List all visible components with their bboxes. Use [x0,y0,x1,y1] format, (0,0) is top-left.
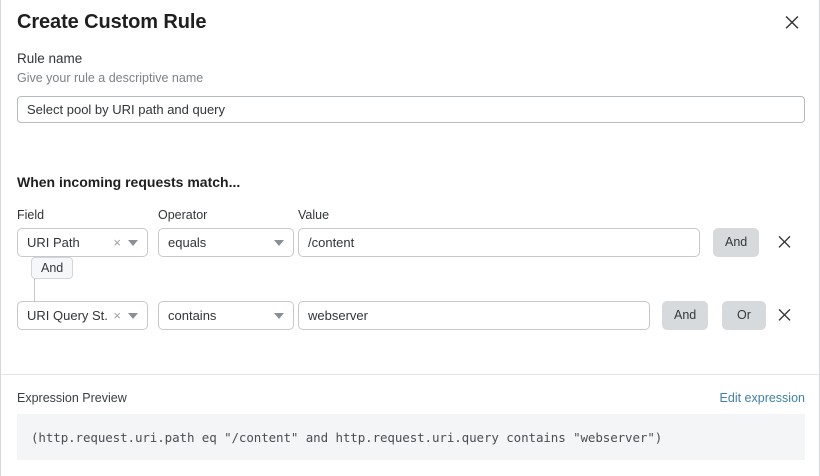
section-divider [1,374,819,375]
edit-expression-link[interactable]: Edit expression [719,391,805,405]
chevron-down-icon [274,312,284,319]
field-select-value-1: URI Query St... [27,308,110,323]
or-button-1[interactable]: Or [722,301,766,330]
expression-preview-header: Expression Preview Edit expression [17,389,805,407]
expression-preview-text: (http.request.uri.path eq "/content" and… [31,429,663,445]
condition-column-labels: Field Operator Value [17,206,805,224]
and-button-1[interactable]: And [662,301,709,330]
rule-name-label: Rule name [17,51,83,66]
column-label-value: Value [298,208,330,222]
operator-select-0[interactable]: equals [158,228,294,257]
remove-icon [778,308,791,324]
field-select-value-0: URI Path [27,235,80,250]
chevron-down-icon [128,312,138,319]
operator-select-value-0: equals [168,235,207,250]
field-select-1[interactable]: URI Query St... × [17,301,148,330]
condition-row: URI Path × equals And [17,228,805,257]
clear-icon[interactable]: × [113,234,121,250]
field-select-0[interactable]: URI Path × [17,228,148,257]
chevron-down-icon [274,239,284,246]
remove-icon [778,235,791,251]
chevron-down-icon [128,239,138,246]
close-button[interactable] [781,11,803,33]
remove-condition-button-0[interactable] [774,232,794,254]
clear-icon[interactable]: × [113,307,121,323]
page-title: Create Custom Rule [17,11,207,33]
operator-select-value-1: contains [168,308,217,323]
remove-condition-button-1[interactable] [774,305,794,327]
value-input-1[interactable] [298,301,650,330]
operator-select-1[interactable]: contains [158,301,294,330]
rule-name-help-text: Give your rule a descriptive name [17,71,204,85]
rule-name-input[interactable] [17,96,805,123]
expression-preview-box: (http.request.uri.path eq "/content" and… [17,414,805,460]
expression-preview-label: Expression Preview [17,391,127,405]
rule-name-section: Rule name Give your rule a descriptive n… [17,50,805,123]
group-logic-chip[interactable]: And [31,257,74,279]
condition-row: URI Query St... × contains And Or [17,301,805,330]
column-label-field: Field [17,208,45,222]
conditions-heading: When incoming requests match... [17,174,241,190]
modal-header: Create Custom Rule [17,8,803,42]
value-input-0[interactable] [298,228,700,257]
column-label-operator: Operator [158,208,208,222]
and-button-0[interactable]: And [713,228,760,257]
close-icon [785,15,799,29]
